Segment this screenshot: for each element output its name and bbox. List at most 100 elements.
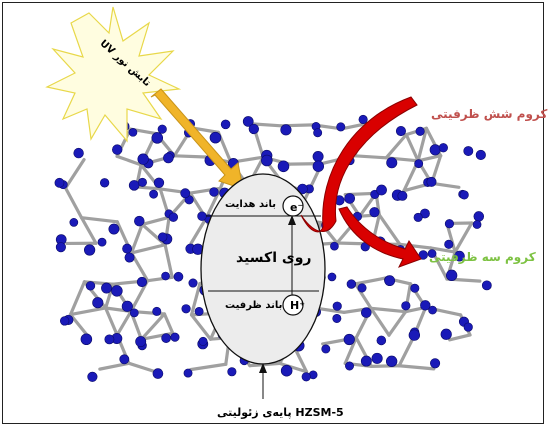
zeolite-atom bbox=[85, 281, 96, 291]
zeolite-atom bbox=[332, 301, 342, 311]
zeolite-atom bbox=[429, 144, 441, 156]
zeolite-atom bbox=[69, 218, 79, 227]
zeolite-bond bbox=[448, 333, 472, 342]
zeolite-bond bbox=[353, 154, 388, 160]
zeolite-bond bbox=[353, 276, 387, 286]
zeolite-atom bbox=[413, 212, 423, 222]
zeolite-atom bbox=[427, 249, 437, 258]
zeolite-bond bbox=[68, 280, 87, 317]
zeolite-bond bbox=[384, 133, 408, 160]
zeolite-atom bbox=[358, 114, 368, 125]
zeolite-atom bbox=[336, 122, 346, 132]
zeolite-bond bbox=[251, 122, 283, 128]
zeolite-bond bbox=[387, 310, 408, 337]
hole-label: H⁺ bbox=[290, 299, 306, 312]
zeolite-atom bbox=[481, 280, 492, 291]
zeolite-atom bbox=[459, 190, 469, 200]
zeolite-atom bbox=[153, 177, 165, 188]
zeolite-atom bbox=[463, 146, 474, 156]
zeolite-atom bbox=[313, 128, 323, 138]
zeolite-bond bbox=[79, 216, 119, 224]
zeolite-atom bbox=[343, 333, 355, 346]
zeolite-atom bbox=[371, 352, 383, 364]
zeolite-atom bbox=[321, 344, 331, 354]
support-pointer-head bbox=[259, 363, 267, 373]
zeolite-bond bbox=[404, 133, 420, 163]
zeolite-bond bbox=[430, 181, 461, 189]
zeolite-atom bbox=[312, 151, 324, 163]
zeolite-bond bbox=[397, 336, 415, 368]
zeolite-bond bbox=[190, 126, 221, 134]
zeolite-atom bbox=[475, 149, 486, 161]
zeolite-atom bbox=[369, 207, 380, 218]
zeolite-atom bbox=[157, 124, 167, 134]
electron-circle bbox=[282, 195, 304, 217]
zeolite-atom bbox=[410, 283, 420, 293]
zeolite-atom bbox=[428, 305, 437, 315]
zeolite-bond bbox=[162, 312, 175, 335]
zeolite-atom bbox=[149, 189, 158, 199]
zeolite-bond bbox=[343, 336, 358, 365]
zeolite-atom bbox=[395, 126, 406, 137]
zeolite-bond bbox=[398, 242, 433, 250]
zeolite-bond bbox=[115, 309, 133, 337]
zeolite-atom bbox=[242, 116, 254, 127]
zeolite-atom bbox=[386, 157, 398, 169]
zeolite-atom bbox=[301, 372, 311, 382]
zeolite-bond bbox=[189, 216, 208, 246]
zeolite-atom bbox=[426, 176, 437, 187]
zeolite-atom bbox=[463, 322, 473, 332]
zeolite-bond bbox=[278, 361, 309, 374]
zeolite-atom bbox=[84, 244, 96, 256]
zeolite-bond bbox=[429, 246, 457, 254]
zeolite-atom bbox=[376, 184, 387, 196]
uv-arrow-icon bbox=[150, 88, 244, 190]
zeolite-atom bbox=[384, 275, 396, 287]
zeolite-atom bbox=[104, 334, 115, 345]
conduction-band-label: باند هدایت bbox=[225, 199, 277, 210]
zeolite-atom bbox=[111, 285, 123, 297]
zeolite-bond bbox=[140, 215, 171, 227]
zeolite-atom bbox=[361, 307, 372, 318]
zeolite-atom bbox=[136, 276, 148, 288]
zeolite-bond bbox=[416, 154, 443, 163]
zeolite-bond bbox=[397, 364, 436, 371]
zeolite-bond bbox=[79, 216, 98, 245]
zeolite-atom bbox=[168, 212, 179, 222]
zeolite-atom bbox=[152, 368, 164, 379]
zeolite-atom bbox=[420, 300, 431, 311]
zeolite-atom bbox=[332, 313, 342, 323]
zeolite-bond bbox=[369, 306, 408, 314]
zeolite-atom bbox=[137, 153, 149, 165]
zeolite-atom bbox=[438, 143, 448, 153]
zeolite-atom bbox=[134, 215, 145, 227]
zeolite-atom bbox=[346, 279, 357, 289]
zeolite-atom bbox=[188, 278, 198, 288]
zeolite-bond bbox=[134, 185, 162, 191]
zeolite-atom bbox=[163, 152, 174, 164]
zeolite-bond bbox=[445, 221, 457, 254]
zeolite-atom bbox=[122, 243, 133, 254]
zeolite-atom bbox=[194, 306, 204, 316]
zeolite-bond bbox=[163, 243, 174, 279]
zeolite-atom bbox=[385, 355, 398, 368]
zeolite-bond bbox=[416, 126, 429, 163]
zeolite-atom bbox=[108, 223, 120, 235]
chromium-iii-label: کروم سه ظرفیتی bbox=[429, 250, 536, 264]
zeolite-atom bbox=[151, 132, 164, 144]
zeolite-atom bbox=[97, 237, 107, 247]
zeolite-atom bbox=[119, 354, 130, 365]
zeolite-atom bbox=[261, 154, 273, 167]
zeolite-bond bbox=[139, 312, 167, 341]
zeolite-atom bbox=[344, 193, 355, 204]
zeolite-atom bbox=[135, 336, 147, 348]
zeolite-bond bbox=[68, 313, 89, 337]
zeolite-atom bbox=[92, 297, 104, 309]
zeolite-bond bbox=[377, 213, 402, 246]
zeolite-atom bbox=[183, 368, 193, 378]
zeolite-atom bbox=[55, 242, 66, 253]
zeolite-atom bbox=[80, 333, 93, 346]
zeolite-atom bbox=[312, 160, 325, 172]
zeolite-atom bbox=[99, 178, 110, 188]
hole-circle bbox=[282, 294, 304, 316]
